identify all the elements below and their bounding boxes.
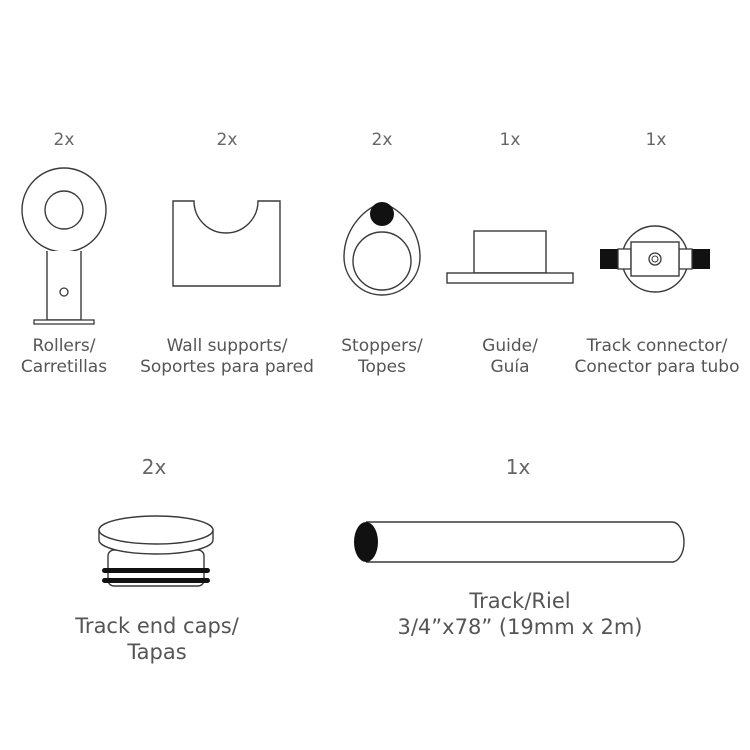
stopper-icon [343, 202, 421, 296]
wall-supports-label-line1: Wall supports/ [166, 336, 288, 356]
end-caps-quantity: 2x [141, 455, 167, 479]
rollers-quantity: 2x [53, 130, 75, 150]
end-caps-label-line2: Tapas [127, 640, 187, 665]
end-cap-icon [98, 515, 214, 587]
roller-icon [21, 167, 107, 325]
rollers-label: Rollers/ Carretillas [4, 336, 124, 379]
rollers-label-line2: Carretillas [20, 357, 108, 378]
track-label-line1: Track/Riel [469, 589, 571, 613]
stoppers-label-line2: Topes [357, 357, 406, 378]
guide-quantity: 1x [499, 130, 521, 150]
stoppers-label-line1: Stoppers/ [341, 336, 423, 356]
track-connector-quantity: 1x [645, 130, 667, 150]
guide-label-line1: Guide/ [482, 336, 538, 356]
track-connector-label-line1: Track connector/ [586, 336, 728, 356]
track-label-line2: 3/4”x78” (19mm x 2m) [397, 615, 643, 640]
track-connector-icon [600, 225, 710, 293]
track-connector-label-line2: Conector para tubo [574, 357, 740, 378]
guide-label: Guide/ Guía [460, 336, 560, 379]
track-icon [354, 521, 685, 563]
track-quantity: 1x [505, 455, 531, 479]
track-connector-label: Track connector/ Conector para tubo [566, 336, 748, 379]
wall-supports-quantity: 2x [216, 130, 238, 150]
wall-support-icon [172, 200, 281, 287]
wall-supports-label-line2: Soportes para pared [140, 357, 314, 378]
track-label: Track/Riel 3/4”x78” (19mm x 2m) [382, 588, 658, 641]
stoppers-quantity: 2x [371, 130, 393, 150]
stoppers-label: Stoppers/ Topes [322, 336, 442, 379]
guide-label-line2: Guía [490, 357, 530, 378]
guide-icon [446, 230, 574, 284]
wall-supports-label: Wall supports/ Soportes para pared [127, 336, 327, 379]
rollers-label-line1: Rollers/ [32, 336, 96, 356]
end-caps-label: Track end caps/ Tapas [52, 613, 262, 666]
end-caps-label-line1: Track end caps/ [75, 614, 239, 638]
